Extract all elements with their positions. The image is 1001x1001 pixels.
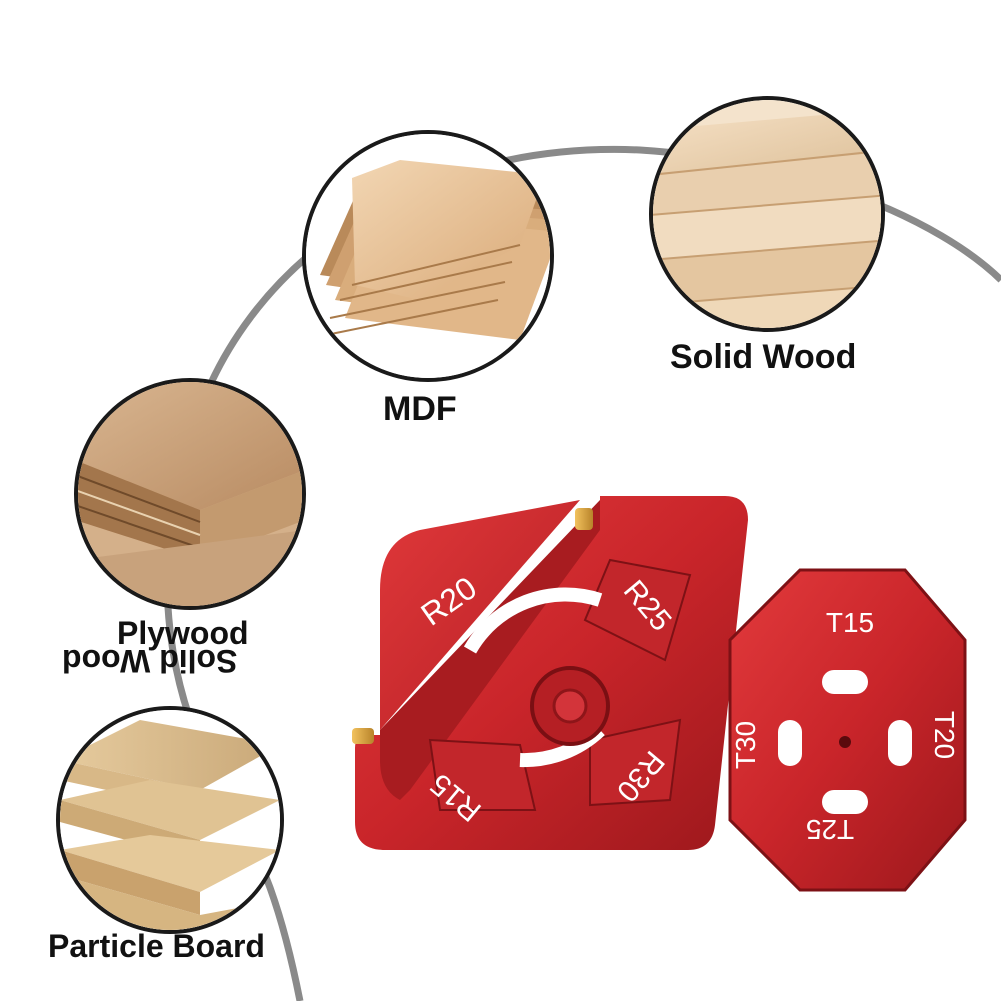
material-label-plywood: Plywood — [117, 615, 249, 651]
material-label-solid-wood: Solid Wood — [670, 338, 857, 376]
octagon-slot-right — [888, 720, 912, 766]
template-label-t25: T25 — [806, 814, 854, 845]
template-label-t15: T15 — [826, 607, 874, 638]
jig-window-r30 — [589, 718, 682, 807]
background-arc — [186, 145, 1001, 441]
octagon-center-hole — [839, 736, 851, 748]
octagon-slot-left — [778, 720, 802, 766]
octagon-slot-top — [822, 670, 868, 694]
particle-board-sample-photo — [56, 706, 284, 934]
material-label-mdf: MDF — [383, 390, 457, 428]
template-label-t30: T30 — [730, 721, 761, 769]
corner-radius-jig: R20 R25 R15 R30 — [352, 496, 748, 850]
template-label-t20: T20 — [929, 711, 960, 759]
knob-center-icon — [552, 688, 588, 724]
jig-window-r15 — [428, 738, 537, 811]
solid-wood-sample-photo — [649, 96, 885, 332]
material-label-particle-board: Particle Board — [48, 928, 265, 964]
plywood-sample-photo — [74, 378, 306, 610]
brass-screw-left — [352, 728, 374, 744]
material-label-solid-wood-mirrored: Solid Wood — [62, 643, 238, 679]
brass-screw-top — [575, 508, 593, 530]
octagon-template: T15 T20 T25 T30 — [728, 568, 967, 892]
octagon-slot-bottom — [822, 790, 868, 814]
mdf-sample-photo — [302, 130, 554, 382]
